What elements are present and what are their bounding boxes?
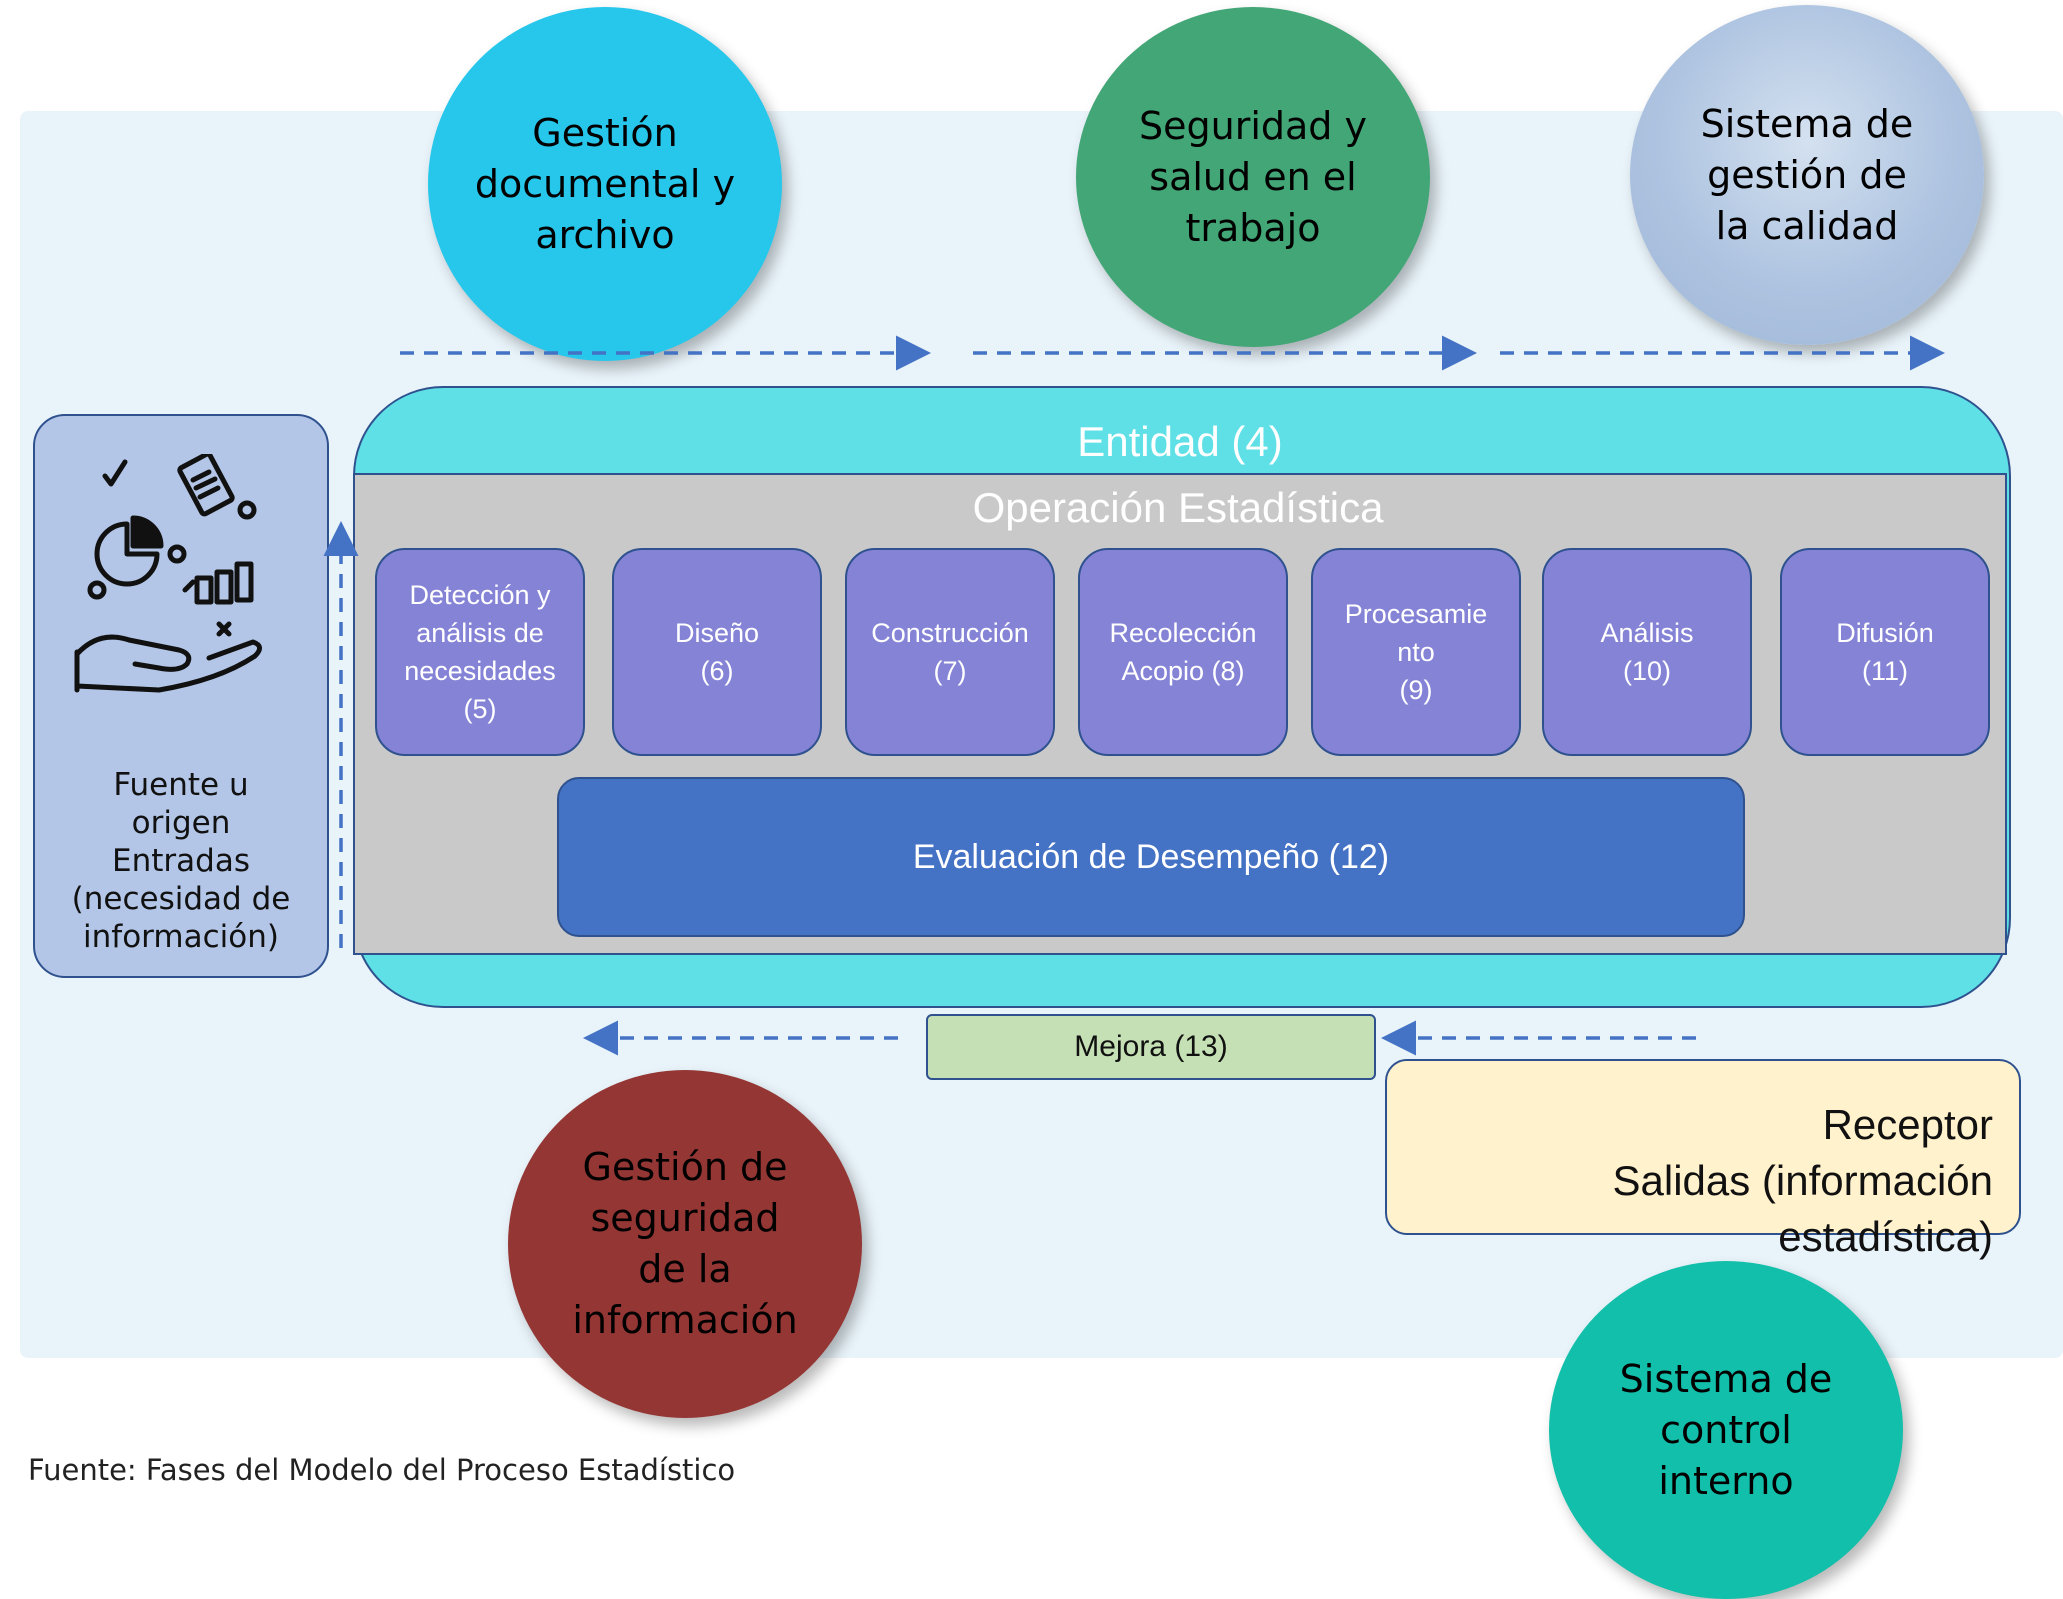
performance-evaluation-bar: Evaluación de Desempeño (12) <box>557 777 1745 937</box>
circle-document-management: Gestión documental y archivo <box>428 7 782 361</box>
circle-quality-system-label: Sistema de gestión de la calidad <box>1700 101 1914 248</box>
source-label: Fuente u origen Entradas (necesidad de i… <box>71 767 291 955</box>
circle-information-security: Gestión de seguridad de la información <box>508 1070 862 1418</box>
receptor-subtitle: Salidas (información estadística) <box>1612 1157 1993 1260</box>
circle-quality-system: Sistema de gestión de la calidad <box>1630 5 1984 345</box>
circle-occupational-safety: Seguridad y salud en el trabajo <box>1076 7 1430 347</box>
phase-needs-detection: Detección y análisis de necesidades (5) <box>375 548 585 756</box>
circle-occupational-safety-label: Seguridad y salud en el trabajo <box>1139 103 1367 250</box>
entity-title: Entidad (4) <box>1077 418 1283 465</box>
phase-collection: Recolección Acopio (8) <box>1078 548 1288 756</box>
improvement-box: Mejora (13) <box>926 1014 1376 1080</box>
statistical-operation-title: Operación Estadística <box>972 484 1384 531</box>
phase-construction: Construcción (7) <box>845 548 1055 756</box>
receptor-output-box: Receptor Salidas (información estadístic… <box>1385 1059 2021 1260</box>
circle-internal-control-label: Sistema de control interno <box>1619 1356 1833 1503</box>
phase-design: Diseño (6) <box>612 548 822 756</box>
phase-processing: Procesamie nto (9) <box>1311 548 1521 756</box>
source-input-box: Fuente u origen Entradas (necesidad de i… <box>33 414 329 978</box>
circle-internal-control: Sistema de control interno <box>1549 1261 1903 1599</box>
receptor-title: Receptor <box>1822 1101 1993 1148</box>
circle-information-security-label: Gestión de seguridad de la información <box>572 1145 798 1342</box>
phase-analysis: Análisis (10) <box>1542 548 1752 756</box>
source-caption: Fuente: Fases del Modelo del Proceso Est… <box>28 1453 736 1487</box>
phase-dissemination: Difusión (11) <box>1780 548 1990 756</box>
circle-document-management-label: Gestión documental y archivo <box>474 110 736 257</box>
data-hand-icon <box>74 454 262 693</box>
